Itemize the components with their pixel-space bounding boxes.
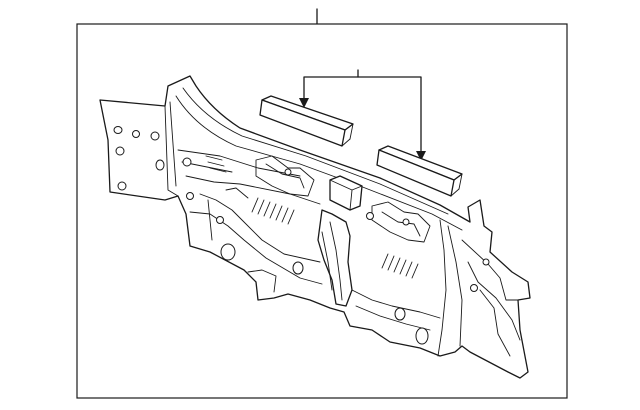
reinforcement-callout <box>299 69 426 161</box>
arrow-head-left <box>299 98 309 108</box>
louver-slots-center <box>205 155 227 173</box>
reinforcement-bracket-lower <box>376 145 463 197</box>
arrow-head-right <box>416 151 426 161</box>
rear-body-panel <box>99 75 531 379</box>
louver-slots-right <box>381 253 419 279</box>
reinforcement-bracket-upper <box>259 95 354 147</box>
louver-slots-left <box>251 197 295 225</box>
mounting-holes <box>113 126 490 345</box>
